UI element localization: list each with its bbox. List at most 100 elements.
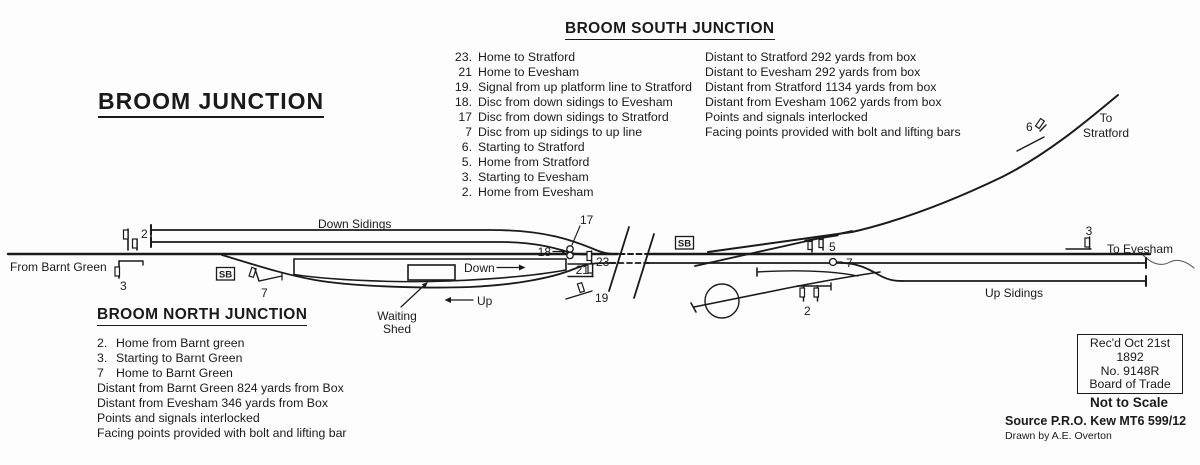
signal-number: 2. [97,336,108,350]
note-line: Distant from Evesham 346 yards from Box [97,396,328,410]
signal-number: 7 [97,366,104,380]
signal-label: Home to Stratford [478,50,576,64]
signal-label: Signal from up platform line to Stratfor… [478,80,692,94]
down-siding-2 [151,241,586,256]
signal-number: 17 [458,110,472,124]
signal-number: 5. [461,155,472,169]
label-17-leader-line [571,225,581,246]
north-junction-title: BROOM NORTH JUNCTION [97,306,308,326]
signal-number: 2. [461,185,472,199]
signal-5-arm-2 [818,238,824,249]
signal-box-north [215,266,236,281]
signal-number: 3. [461,170,472,184]
label-down-sidings: Down Sidings [318,217,391,231]
signal-number: 7 [465,125,472,139]
label-from-barnt-green: From Barnt Green [10,260,107,274]
up-arrow-head [444,297,451,303]
not-to-scale-note: Not to Scale [1089,395,1168,410]
signal-23-number: 23 [596,255,610,269]
signal-label: Home from Stratford [478,155,590,169]
signal-2-left-arm-tall [122,229,129,240]
label-up: Up [477,294,493,308]
down-siding-1 [151,229,615,255]
signal-7-left-arm [248,266,257,279]
board-of-trade-stamp: Rec'd Oct 21st 1892 No. 9148R Board of T… [1077,334,1183,394]
label-shed: Shed [383,322,411,336]
signal-2-right-arm-2 [813,287,820,298]
note-line: Distant from Barnt Green 824 yards from … [97,381,344,395]
signal-3-left-bracket [118,260,144,266]
crossing-spur-line [693,271,881,308]
note-line: Distant to Stratford 292 yards from box [705,50,917,64]
crossing-gate-2 [633,233,655,299]
stamp-line: 1892 [1116,349,1144,364]
signal-label: Home to Barnt Green [116,366,233,380]
disc-signal-17 [566,245,574,253]
signal-label: Disc from down sidings to Evesham [478,95,673,109]
signal-number: 21 [458,65,472,79]
signal-3-left-number: 3 [120,279,127,293]
signal-number: 19. [454,80,472,94]
list-item: 19. Signal from up platform line to Strat… [448,80,692,95]
list-item: 2. Home from Evesham [448,185,692,200]
signal-3-right-arm [1084,237,1091,248]
note-line: Distant from Evesham 1062 yards from box [705,95,942,109]
label-up-sidings: Up Sidings [985,286,1043,300]
north-notes: Distant from Barnt Green 824 yards from … [97,381,347,441]
signal-3-left-arm [114,266,121,277]
north-signal-list: 2.Home from Barnt green 3.Starting to Ba… [97,336,245,381]
signal-number: 6. [461,140,472,154]
level-crossing-road [609,227,653,297]
page-title: BROOM JUNCTION [98,88,325,118]
list-item: 5. Home from Stratford [448,155,692,170]
waiting-shed-arrow-line [400,283,426,308]
signal-label: Starting to Barnt Green [116,351,243,365]
signal-2-left-number: 2 [141,227,148,241]
label-to-stratford-2: Stratford [1083,126,1129,140]
signal-5-number: 5 [829,240,836,254]
down-arrow-head [519,264,526,271]
disc-signal-18 [566,251,574,260]
signal-label: Home from Evesham [478,185,594,199]
signal-6-bracket [1016,136,1045,152]
evesham-continuation-squiggle [1142,254,1195,269]
signal-number: 23. [454,50,472,64]
signal-21-number: 21 [576,263,590,277]
signal-label: Starting to Stratford [478,140,585,154]
note-line: Facing points provided with bolt and lif… [97,426,347,440]
list-item: 7 Home to Barnt Green [97,366,245,381]
signal-number: 18. [454,95,472,109]
signal-7-left-number: 7 [261,286,268,300]
turntable-circle [704,283,740,319]
list-item: 3.Starting to Evesham [448,170,692,185]
signal-19-arm [576,281,586,294]
signal-17-number: 17 [580,213,594,227]
crossing-gate-1 [608,226,630,292]
signal-label: Disc from down sidings to Stratford [478,110,669,124]
waiting-shed-building [407,264,456,281]
list-item: 3.Starting to Barnt Green [97,351,245,366]
note-line: Points and signals interlocked [97,411,260,425]
signal-6-arm [1034,117,1046,130]
source-credit: Source P.R.O. Kew MT6 599/12 [1005,414,1187,428]
label-to-stratford-1: To [1100,111,1113,125]
list-item: 2.Home from Barnt green [97,336,245,351]
note-line: Facing points provided with bolt and lif… [705,125,961,139]
south-notes: Distant to Stratford 292 yards from box … [705,50,961,140]
signal-2-right-arm-1 [799,287,806,298]
signal-box-south-label: SB [678,239,691,250]
crossing-spur-end-tick [690,302,697,313]
label-18-arrow-head [562,249,567,254]
drawn-by-credit: Drawn by A.E. Overton [1005,430,1112,442]
signal-box-south [674,235,695,250]
signal-5-arm-1 [807,240,813,251]
label-waiting: Waiting [377,309,417,323]
note-line: Distant from Stratford 1134 yards from b… [705,80,937,94]
signal-2-left-arm-short [131,238,138,249]
disc-7-number: 7 [846,256,853,270]
